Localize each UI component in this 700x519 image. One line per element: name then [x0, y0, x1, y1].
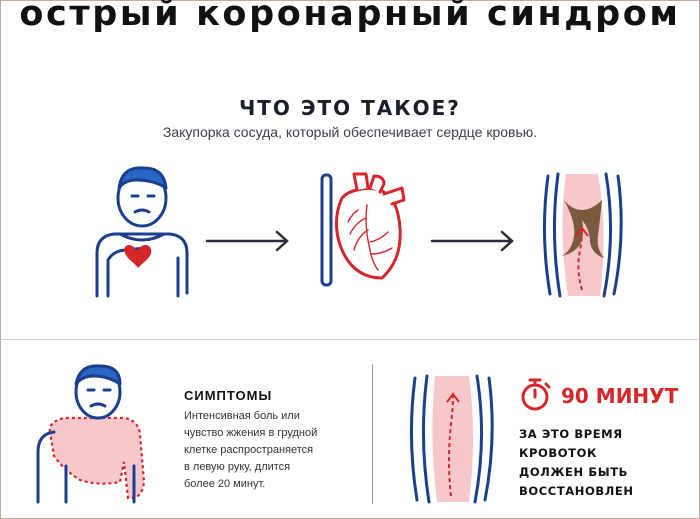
symptoms-heading: СИМПТОМЫ: [184, 388, 273, 403]
section-heading: ЧТО ЭТО ТАКОЕ?: [239, 96, 461, 120]
symptoms-line: чувство жжения в грудной: [184, 427, 318, 439]
page-title: острый коронарный синдром: [19, 0, 681, 34]
timer-label: 90 МИНУТ: [561, 384, 679, 408]
arrow-right-icon: [205, 230, 289, 252]
symptoms-line: в левую руку, длится: [184, 461, 291, 473]
symptoms-line: Интенсивная боль или: [184, 410, 300, 422]
clear-vessel-icon: [409, 374, 494, 504]
column-divider: [372, 364, 373, 504]
person-pain-zone-icon: [36, 364, 146, 504]
timer-note-line: ЗА ЭТО ВРЕМЯ: [519, 427, 623, 441]
timer-note-line: ДОЛЖЕН БЫТЬ: [519, 465, 629, 479]
section-description: Закупорка сосуда, который обеспечивает с…: [162, 124, 538, 140]
section-divider: [0, 339, 700, 340]
heart-icon: [320, 172, 406, 287]
stopwatch-icon: [521, 378, 551, 411]
timer-note-line: ВОССТАНОВЛЕН: [519, 484, 634, 498]
symptoms-line: более 20 минут.: [184, 478, 266, 490]
symptoms-line: клетке распространяется: [184, 444, 314, 456]
person-chest-pain-icon: [95, 166, 189, 298]
symptoms-text: Интенсивная боль или чувство жжения в гр…: [184, 408, 359, 493]
blocked-vessel-icon: [542, 172, 623, 298]
arrow-right-icon: [430, 230, 514, 252]
timer-note-line: КРОВОТОК: [519, 446, 597, 460]
timer-note: ЗА ЭТО ВРЕМЯ КРОВОТОК ДОЛЖЕН БЫТЬ ВОССТА…: [519, 425, 634, 501]
